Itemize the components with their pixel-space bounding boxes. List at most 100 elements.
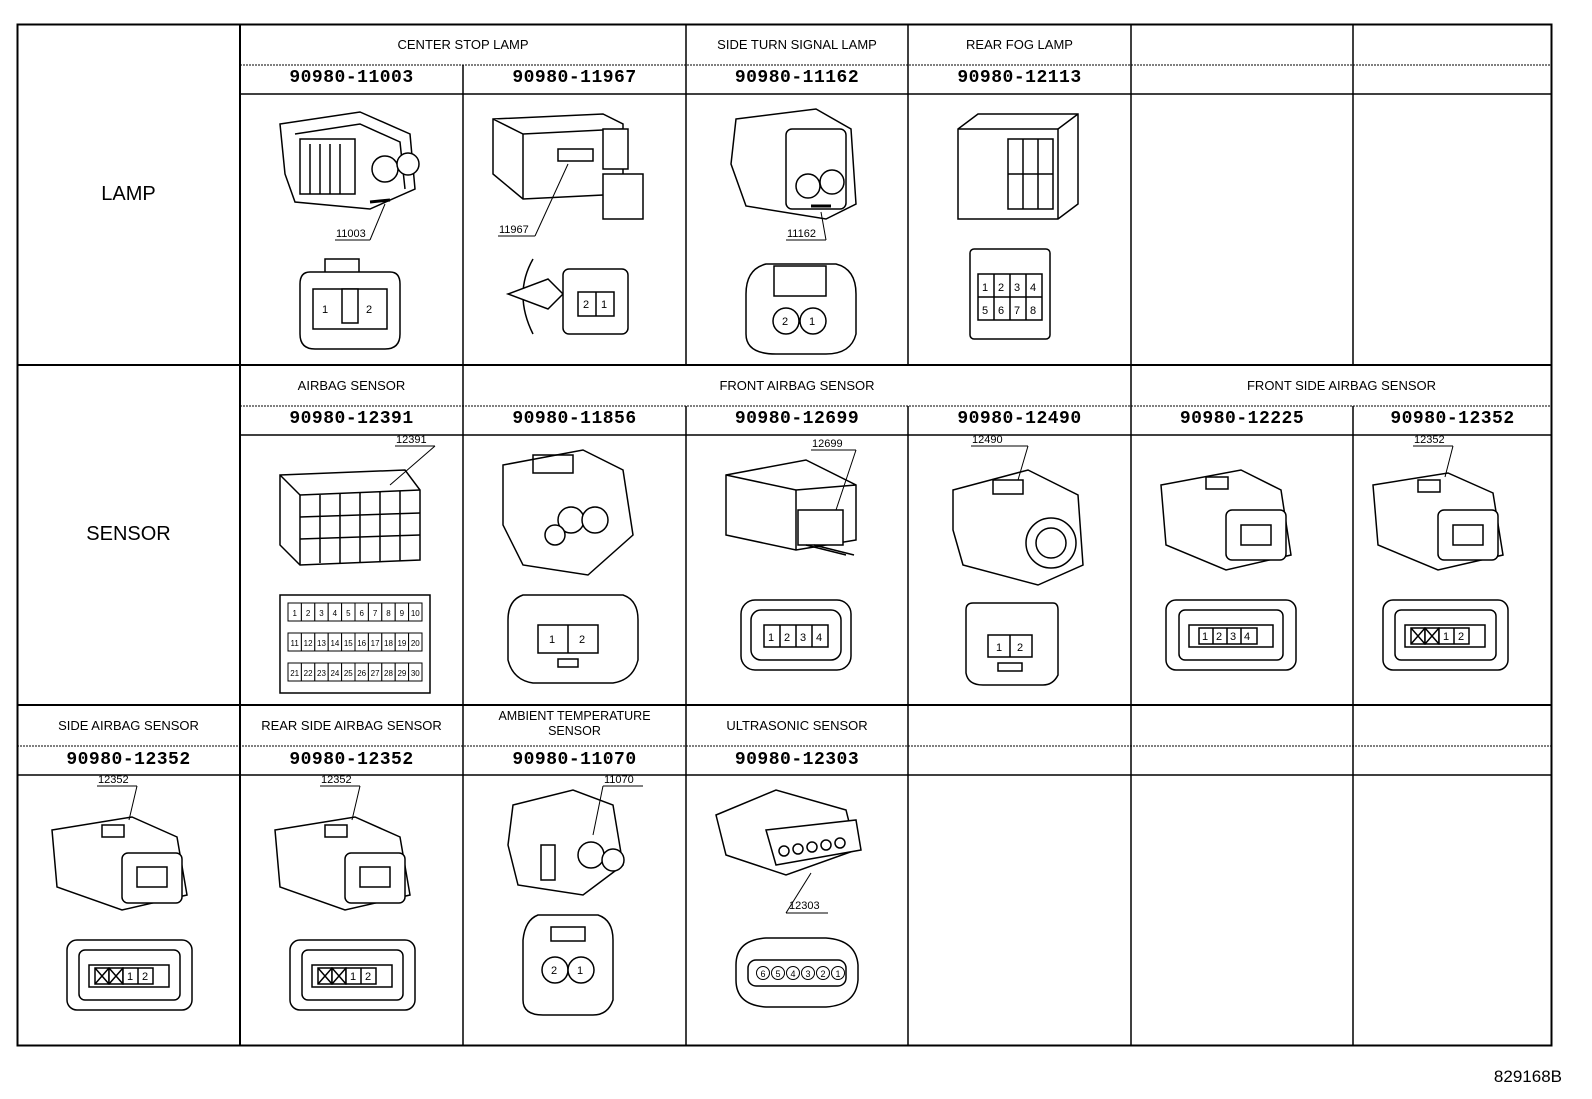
pin-12699-3: 3 <box>800 632 806 644</box>
pin-12113-8: 8 <box>1030 305 1036 317</box>
part-number-90980-12113: 90980-12113 <box>957 68 1082 88</box>
pin-12113-4: 4 <box>1030 282 1036 294</box>
pin-label-12391: 15 <box>344 639 353 648</box>
part-number-90980-12225: 90980-12225 <box>1179 409 1305 429</box>
part-number-90980-11967: 90980-11967 <box>512 68 637 88</box>
pin-label-12391: 26 <box>357 669 366 678</box>
part-number-90980-12352: 90980-12352 <box>1390 409 1515 429</box>
pin-12352-front-side-2: 2 <box>1458 631 1464 643</box>
pin-12113-1: 1 <box>982 282 988 294</box>
pin-label-12391: 18 <box>384 639 393 648</box>
group-title-airbag-sensor: AIRBAG SENSOR <box>297 378 406 393</box>
pin-12225-4: 4 <box>1244 631 1250 643</box>
pin-12352-side-2: 2 <box>142 971 148 983</box>
part-number-90980-12352-side: 90980-12352 <box>66 750 191 770</box>
pin-label-12391: 22 <box>304 669 313 678</box>
pin-label-12391: 20 <box>411 639 420 648</box>
pin-12490-1: 1 <box>996 642 1002 654</box>
part-number-90980-12490: 90980-12490 <box>957 409 1082 429</box>
pin-12113-7: 7 <box>1014 305 1020 317</box>
part-number-90980-11003: 90980-11003 <box>289 68 414 88</box>
group-title-side-airbag-sensor: SIDE AIRBAG SENSOR <box>58 718 199 733</box>
pin-label-12303: 2 <box>820 969 825 979</box>
pin-label-12391: 16 <box>357 639 366 648</box>
callout-11967: 11967 <box>499 224 529 236</box>
group-title-rear-fog-lamp: REAR FOG LAMP <box>966 37 1073 52</box>
pin-11070-1: 1 <box>577 965 583 977</box>
pin-label-12303: 5 <box>775 969 780 979</box>
pin-12113-6: 6 <box>998 305 1004 317</box>
figure-id: 829168B <box>1493 1067 1562 1086</box>
pin-label-12391: 13 <box>317 639 326 648</box>
pin-12352-rear-side-1: 1 <box>350 971 356 983</box>
callout-12699: 12699 <box>812 438 843 450</box>
group-title-ultrasonic-sensor: ULTRASONIC SENSOR <box>726 718 868 733</box>
pin-label-12391: 14 <box>330 639 339 648</box>
callout-11003: 11003 <box>336 228 366 240</box>
pin-12225-3: 3 <box>1230 631 1236 643</box>
pin-12225-2: 2 <box>1216 631 1222 643</box>
group-title-center-stop-lamp: CENTER STOP LAMP <box>397 37 529 52</box>
pin-label-12391: 11 <box>291 639 300 648</box>
callout-12303: 12303 <box>789 900 820 912</box>
callout-11070: 11070 <box>604 775 634 786</box>
group-title-front-airbag-sensor: FRONT AIRBAG SENSOR <box>719 378 875 393</box>
callout-12352-rear-side: 12352 <box>321 775 352 786</box>
part-number-90980-11070: 90980-11070 <box>512 750 637 770</box>
pin-cell-12303 <box>771 966 785 980</box>
pin-cell-12303 <box>801 966 815 980</box>
pin-12113-2: 2 <box>998 282 1004 294</box>
connector-drawing-11162: 11162 2 1 <box>730 108 857 355</box>
connector-drawing-11967: 11967 2 1 <box>492 113 644 335</box>
pin-11967-1: 1 <box>601 299 607 311</box>
callout-12352-front-side: 12352 <box>1414 435 1445 446</box>
part-number-90980-12699: 90980-12699 <box>734 409 860 429</box>
pin-label-12391: 2 <box>306 609 311 618</box>
pin-label-12391: 21 <box>290 669 299 678</box>
pin-12352-front-side-1: 1 <box>1443 631 1449 643</box>
pin-label-12391: 9 <box>400 609 405 618</box>
pin-label-12391: 29 <box>397 669 406 678</box>
pin-label-12303: 6 <box>760 969 765 979</box>
connector-drawing-12699: 12699 1 2 3 4 <box>725 438 857 671</box>
pin-11856-1: 1 <box>549 634 555 646</box>
pin-12113-3: 3 <box>1014 282 1020 294</box>
pin-label-12391: 23 <box>317 669 326 678</box>
pin-cell-12391 <box>408 662 423 682</box>
part-number-90980-12391: 90980-12391 <box>289 409 414 429</box>
pin-label-12303: 4 <box>790 969 795 979</box>
part-number-90980-11162: 90980-11162 <box>734 68 860 88</box>
pin-12699-1: 1 <box>768 632 774 644</box>
pin-label-12391: 6 <box>359 609 364 618</box>
pin-cell-12303 <box>786 966 800 980</box>
group-title-ambient-temperature-sensor: AMBIENT TEMPERATURE SENSOR <box>498 709 651 738</box>
pin-11003-1: 1 <box>322 304 328 316</box>
pin-cell-12391 <box>408 602 423 622</box>
pin-11856-2: 2 <box>579 634 585 646</box>
pin-label-12391: 28 <box>384 669 393 678</box>
pin-11162-2: 2 <box>782 316 788 328</box>
row-label-sensor: SENSOR <box>86 523 171 545</box>
connector-drawing-12490: 12490 1 2 <box>952 435 1084 686</box>
pin-label-12391: 25 <box>344 669 353 678</box>
callout-12352-side: 12352 <box>98 775 129 786</box>
pin-label-12391: 8 <box>386 609 391 618</box>
pin-12490-2: 2 <box>1017 642 1023 654</box>
pin-11070-2: 2 <box>551 965 557 977</box>
pin-label-12391: 3 <box>319 609 324 618</box>
connector-drawing-11003: 11003 1 2 <box>279 111 420 350</box>
pin-12699-4: 4 <box>816 632 822 644</box>
pin-label-12391: 12 <box>304 639 313 648</box>
pin-11967-2: 2 <box>583 299 589 311</box>
pin-label-12391: 10 <box>411 609 420 618</box>
pin-label-12391: 4 <box>333 609 338 618</box>
pin-cell-12303 <box>756 966 770 980</box>
connector-drawing-12352-front-side: 12352 1 2 <box>1372 435 1509 671</box>
pin-label-12391: 19 <box>397 639 406 648</box>
pin-cell-12303 <box>831 966 845 980</box>
pin-label-12391: 30 <box>411 669 420 678</box>
pin-label-12303: 3 <box>805 969 810 979</box>
group-title-side-turn-signal-lamp: SIDE TURN SIGNAL LAMP <box>717 37 877 52</box>
pin-label-12391: 1 <box>292 609 297 618</box>
